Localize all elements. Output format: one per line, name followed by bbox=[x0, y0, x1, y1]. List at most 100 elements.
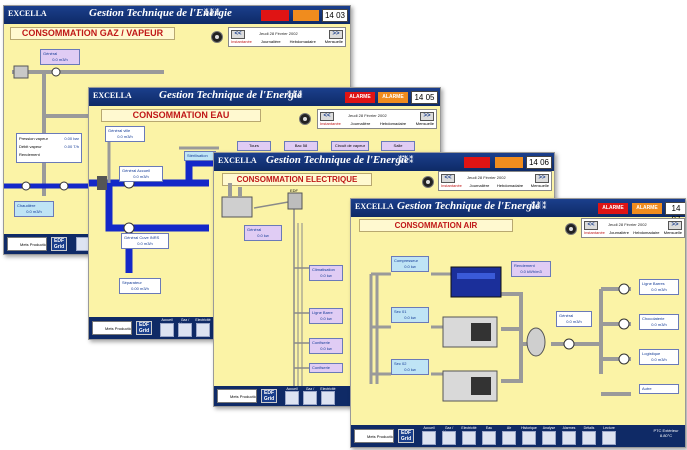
gaz-button[interactable] bbox=[442, 431, 456, 445]
analyse-button[interactable] bbox=[542, 431, 556, 445]
air-button[interactable] bbox=[502, 431, 516, 445]
meter-general-accueil[interactable]: Général Accueil 0.0 m3/h bbox=[119, 166, 163, 182]
details-button[interactable] bbox=[582, 431, 596, 445]
meter-sterilisation[interactable]: Stérilisation bbox=[184, 151, 216, 161]
home-button[interactable] bbox=[422, 431, 436, 445]
tab-hebdomadaire[interactable]: Hebdomadaire bbox=[496, 183, 524, 188]
nav-date: Jeudi 28 Février 2002 bbox=[608, 222, 647, 227]
alarm-indicator-orange[interactable] bbox=[495, 157, 523, 168]
meter-separateur[interactable]: Séparateur 0.00 m3/h bbox=[119, 278, 161, 294]
titlebar: EXCELLA Gestion Technique de l'Energie ⁑… bbox=[4, 6, 350, 24]
meter-sec-01[interactable]: Sec 01 0.0 kw bbox=[391, 307, 429, 323]
period-tabs: Instantanée Journalière Hebdomadaire Men… bbox=[231, 39, 343, 44]
tab-instantanee[interactable]: Instantanée bbox=[441, 183, 462, 188]
alarm-indicator-orange[interactable] bbox=[293, 10, 319, 21]
box-tours[interactable]: Tours bbox=[237, 141, 271, 151]
mp-logo: Mets Production bbox=[217, 389, 257, 403]
meter-general[interactable]: Général 0.0 m3/h bbox=[556, 311, 592, 327]
meter-chaudiere[interactable]: Chaudière 0.0 m3/h bbox=[14, 201, 54, 217]
alarm-indicator-orange[interactable]: ALARME bbox=[632, 203, 662, 214]
previous-day-button[interactable]: << bbox=[231, 30, 245, 39]
tab-hebdomadaire[interactable]: Hebdomadaire bbox=[633, 230, 660, 235]
alarm-indicator-red[interactable]: ALARME bbox=[345, 92, 375, 103]
lecture-button[interactable] bbox=[602, 431, 616, 445]
tab-journaliere[interactable]: Journalière bbox=[609, 230, 629, 235]
brand-label: EXCELLA bbox=[8, 9, 47, 18]
footer-label-accueil: Accueil bbox=[423, 426, 435, 430]
gaz-button[interactable] bbox=[178, 323, 192, 337]
print-button[interactable] bbox=[565, 223, 577, 235]
status-dots-icon: ⁑⁑⁑ bbox=[287, 90, 304, 100]
home-button[interactable] bbox=[285, 391, 299, 405]
meter-compresseur[interactable]: Compresseur 0.0 kw bbox=[391, 256, 429, 272]
meter-confiserie-2[interactable]: Confiserie bbox=[309, 363, 343, 373]
titlebar: EXCELLA Gestion Technique de l'Energie ⁑… bbox=[351, 199, 685, 224]
meter-ligne-barre[interactable]: Ligne Barre 0.0 kw bbox=[309, 308, 343, 324]
previous-day-button[interactable]: << bbox=[441, 174, 455, 183]
tab-hebdomadaire[interactable]: Hebdomadaire bbox=[379, 121, 407, 126]
app-title: Gestion Technique de l'Energie bbox=[159, 89, 302, 101]
tab-mensuelle[interactable]: Mensuelle bbox=[415, 121, 434, 126]
print-button[interactable] bbox=[299, 113, 311, 125]
tab-mensuelle[interactable]: Mensuelle bbox=[530, 183, 549, 188]
meter-logistique[interactable]: Logistique 0.0 m3/h bbox=[639, 349, 679, 365]
footer-label-details: Détails bbox=[583, 426, 595, 430]
footer-label-analyse: Analyse bbox=[542, 426, 556, 430]
meter-general[interactable]: Général 0.0 kw bbox=[244, 225, 282, 241]
tab-instantanee[interactable]: Instantanée bbox=[231, 39, 252, 44]
mp-logo: Mets Production bbox=[7, 237, 47, 251]
footer-label-air: Air bbox=[506, 426, 512, 430]
next-day-button[interactable]: >> bbox=[535, 174, 549, 183]
efficiency-label: Rendement bbox=[19, 152, 40, 157]
tab-mensuelle[interactable]: Mensuelle bbox=[324, 39, 343, 44]
box-bac-58[interactable]: Bac 58 bbox=[284, 141, 318, 151]
box-circuit-vapeur[interactable]: Circuit de vapeur bbox=[331, 141, 369, 151]
meter-sec-02[interactable]: Sec 02 0.0 kw bbox=[391, 359, 429, 375]
gaz-button[interactable] bbox=[303, 391, 317, 405]
previous-day-button[interactable]: << bbox=[320, 112, 334, 121]
historique-button[interactable] bbox=[522, 431, 536, 445]
next-day-button[interactable]: >> bbox=[668, 221, 682, 230]
footer-bar: Mets Production EDF Grid Accueil Gaz / V… bbox=[351, 425, 685, 447]
edf-logo: EDF Grid bbox=[261, 389, 277, 403]
period-tabs: Instantanée Journalière Hebdomadaire Men… bbox=[584, 230, 682, 235]
meter-rendement[interactable]: Rendement 0.0 kWh/m3 bbox=[511, 261, 551, 277]
print-button[interactable] bbox=[211, 31, 223, 43]
alarm-indicator-red[interactable] bbox=[464, 157, 490, 168]
tab-journaliere[interactable]: Journalière bbox=[260, 39, 281, 44]
eau-button[interactable] bbox=[482, 431, 496, 445]
tab-journaliere[interactable]: Journalière bbox=[469, 183, 490, 188]
meter-general[interactable]: Général 0.0 m3/h bbox=[40, 49, 80, 65]
footer-label-elec: Electricité bbox=[461, 426, 477, 430]
tab-instantanee[interactable]: Instantanée bbox=[584, 230, 605, 235]
tab-hebdomadaire[interactable]: Hebdomadaire bbox=[289, 39, 316, 44]
alarm-indicator-orange[interactable]: ALARME bbox=[378, 92, 408, 103]
alarm-indicator-red[interactable] bbox=[261, 10, 289, 21]
electricite-button[interactable] bbox=[196, 323, 210, 337]
status-dots-icon: ⁑⁑⁑ bbox=[398, 155, 415, 165]
meter-autre[interactable]: Autre bbox=[639, 384, 679, 394]
meter-climatisation[interactable]: Climatisation 0.0 kw bbox=[309, 265, 343, 281]
footer-label-elec: Electricité bbox=[320, 387, 336, 391]
window-air: EXCELLA Gestion Technique de l'Energie ⁑… bbox=[350, 198, 686, 448]
steam-pressure-value: 0.00 bar bbox=[64, 136, 79, 141]
previous-day-button[interactable]: << bbox=[584, 221, 598, 230]
box-salle[interactable]: Salle bbox=[381, 141, 415, 151]
brand-label: EXCELLA bbox=[218, 156, 257, 165]
home-button[interactable] bbox=[160, 323, 174, 337]
meter-ligne-barres[interactable]: Ligne Barres 0.0 m3/h bbox=[639, 279, 679, 295]
tab-mensuelle[interactable]: Mensuelle bbox=[663, 230, 682, 235]
alarm-indicator-red[interactable]: ALARME bbox=[598, 203, 628, 214]
meter-general-cuve[interactable]: Général Cuve INRS 0.0 m3/h bbox=[121, 233, 169, 249]
print-button[interactable] bbox=[422, 176, 434, 188]
next-day-button[interactable]: >> bbox=[329, 30, 343, 39]
electricite-button[interactable] bbox=[321, 391, 335, 405]
electricite-button[interactable] bbox=[462, 431, 476, 445]
alarmes-button[interactable] bbox=[562, 431, 576, 445]
meter-chocolaterie[interactable]: Chocolaterie 0.0 m3/h bbox=[639, 314, 679, 330]
tab-journaliere[interactable]: Journalière bbox=[350, 121, 371, 126]
tab-instantanee[interactable]: Instantanée bbox=[320, 121, 341, 126]
next-day-button[interactable]: >> bbox=[420, 112, 434, 121]
meter-general-ville[interactable]: Général ville 0.0 m3/h bbox=[105, 126, 145, 142]
meter-confiserie[interactable]: Confiserie 0.0 kw bbox=[309, 338, 343, 354]
